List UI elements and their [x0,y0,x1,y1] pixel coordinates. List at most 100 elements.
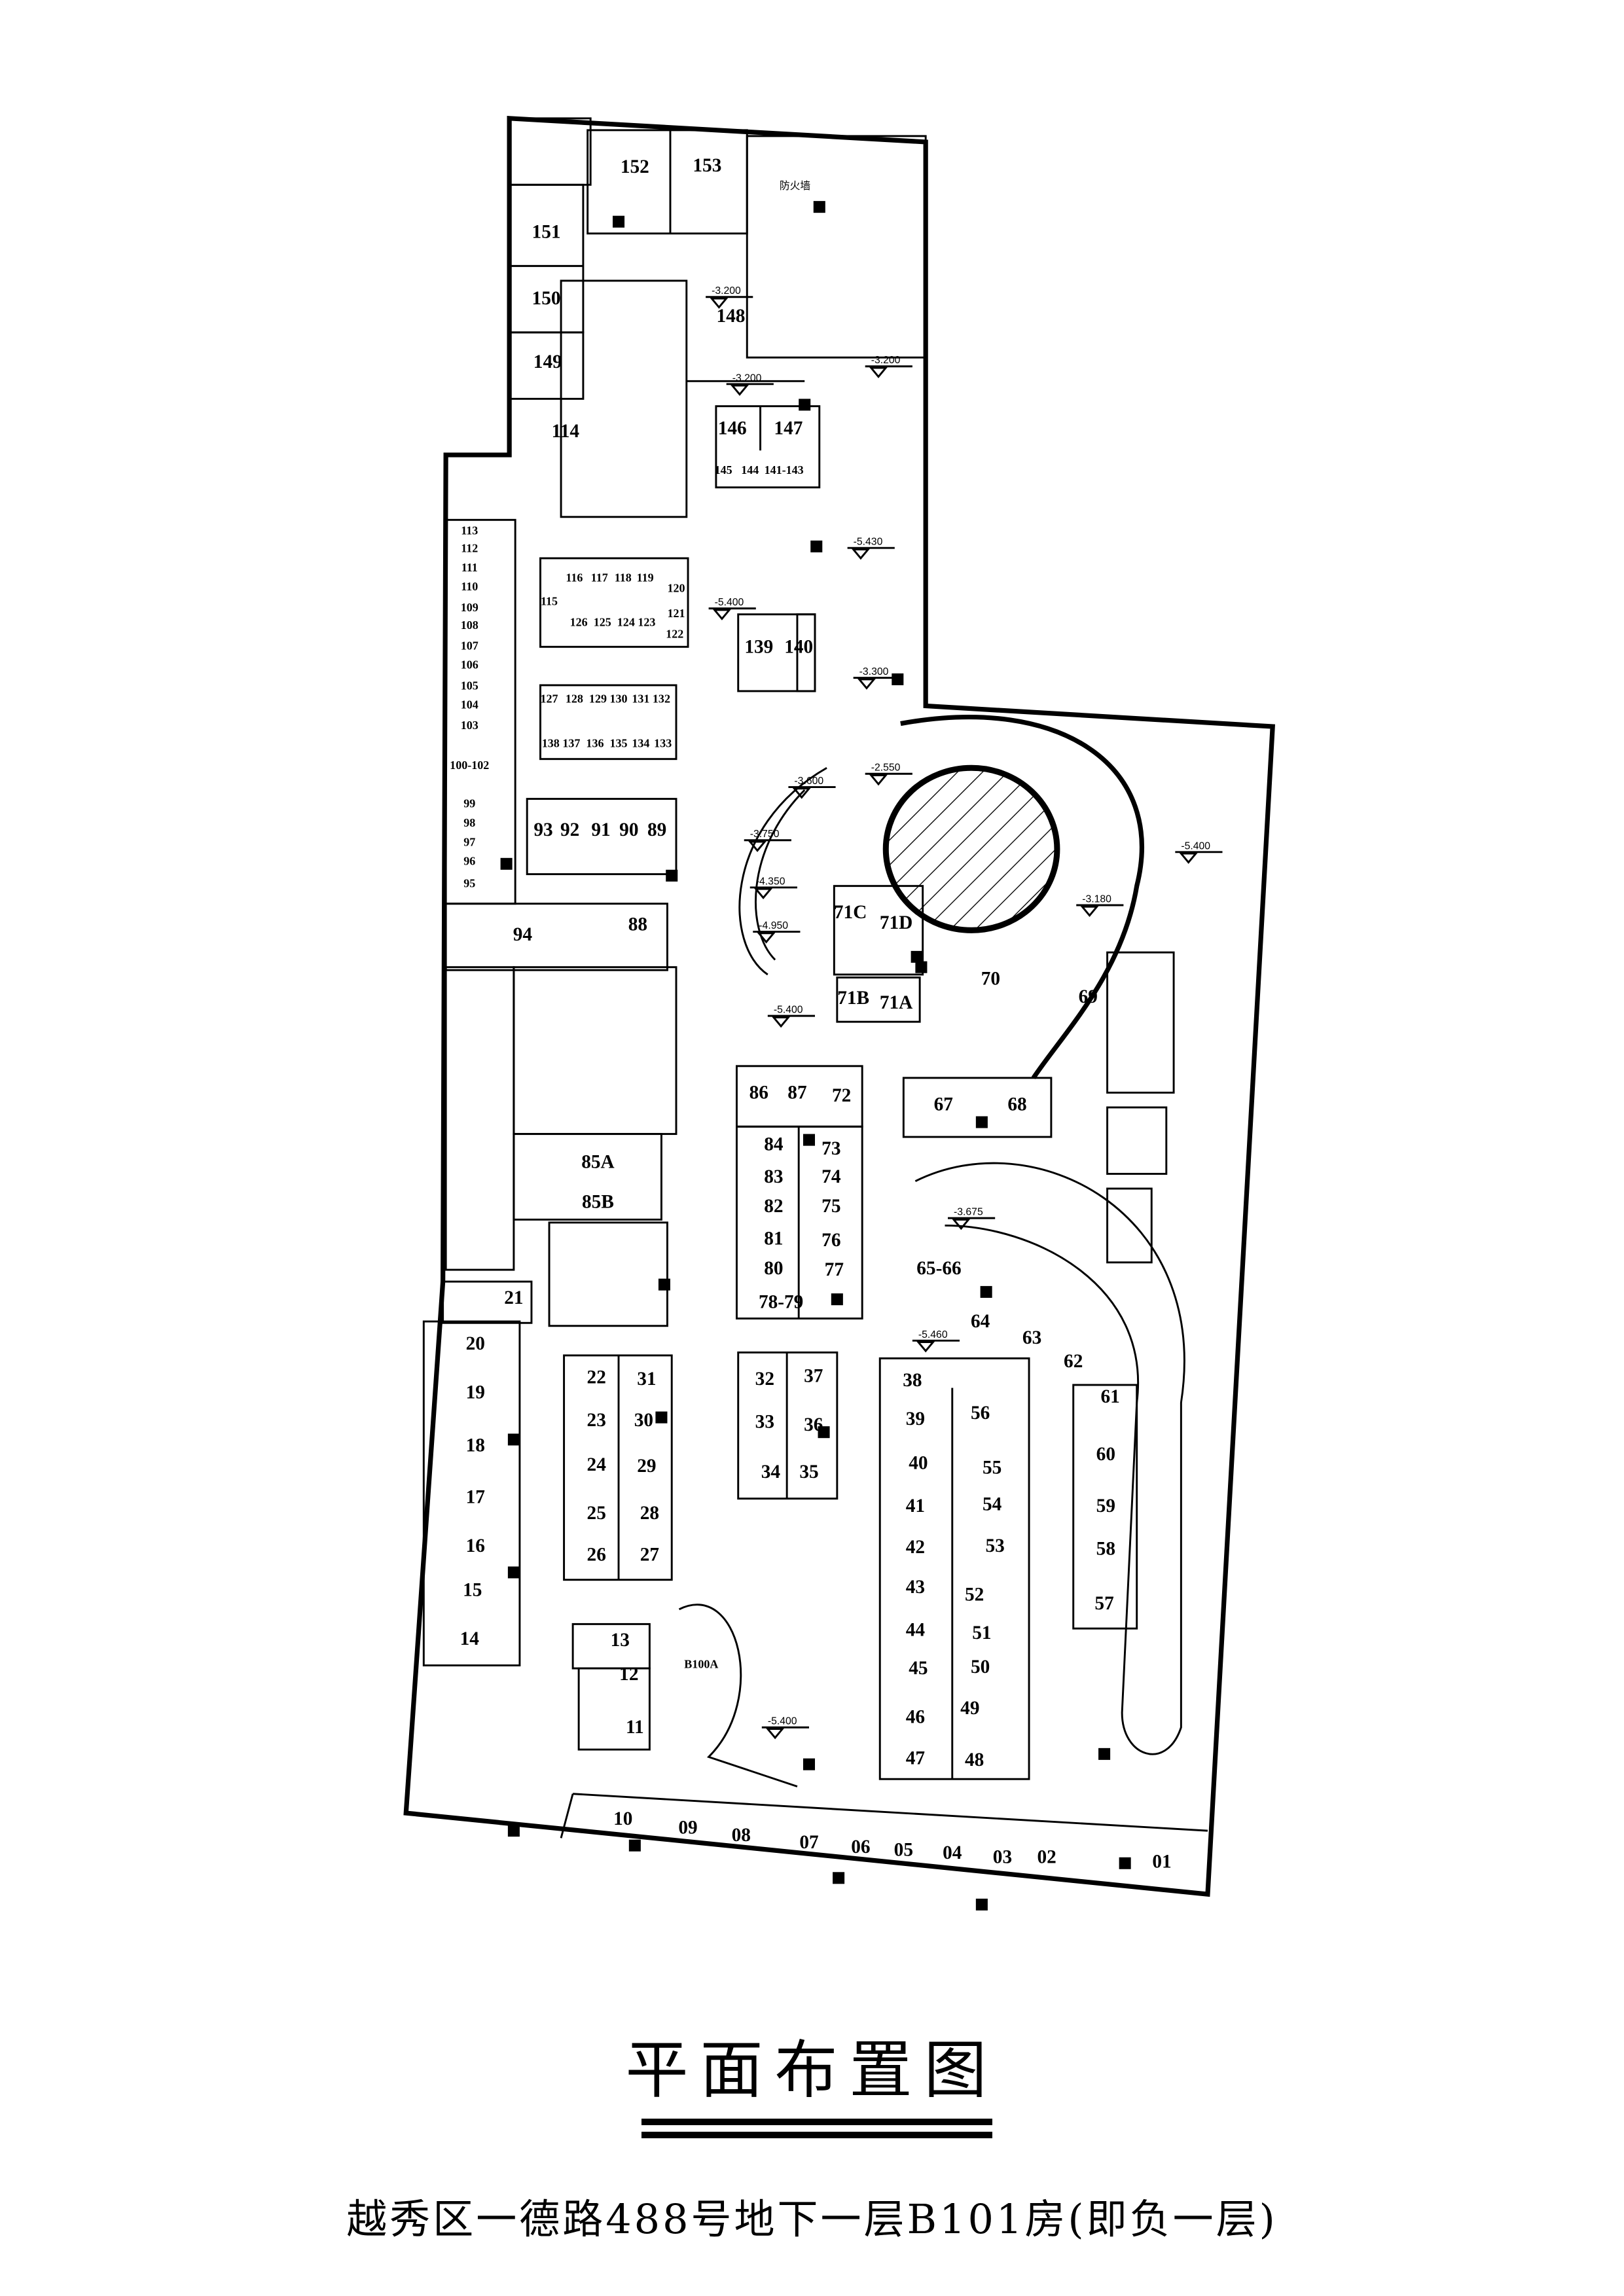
room-label: 87 [787,1082,806,1103]
elevation-symbol [761,1726,809,1740]
room-partitions [422,117,1175,1780]
room-label: 36 [804,1414,823,1435]
room-label: 117 [591,571,608,584]
column [658,1278,670,1291]
partition-wall [539,684,677,761]
room-label: 78-79 [759,1292,803,1313]
partition-wall [577,1667,651,1751]
room-label: 51 [972,1623,991,1643]
room-label: 148 [716,306,745,327]
room-label: 22 [587,1367,606,1388]
partition-wall [513,966,677,1136]
room-label: 19 [466,1382,485,1403]
room-label: 122 [666,627,683,640]
room-label: 30 [634,1410,653,1431]
partition-wall [836,977,921,1023]
room-label: 111 [461,561,478,574]
room-label: 134 [632,736,649,749]
room-label: 41 [906,1496,925,1516]
elevation-mark: -5.400 [715,597,744,608]
room-label: 17 [466,1486,485,1507]
elevation-symbol [753,931,801,944]
room-label: 83 [764,1166,783,1187]
room-label: 53 [986,1535,1005,1556]
partition-wall [833,885,924,976]
room-label: 95 [463,877,475,890]
column [810,540,823,552]
room-label: 103 [461,719,478,732]
page-title: 平面布置图 [625,2034,999,2107]
partition-wall [508,117,592,186]
room-label: 54 [983,1494,1002,1515]
elevation-mark: -3.200 [732,372,762,384]
room-label: 74 [821,1166,841,1187]
elevation-mark: -3.200 [712,285,741,296]
elevation-mark: -3.200 [871,355,901,366]
column [655,1411,668,1424]
room-label: 89 [647,819,666,840]
column [813,201,825,213]
curved-ramp [914,1162,1185,1755]
partition-wall [548,1221,668,1327]
column [803,1758,816,1770]
column [507,1825,520,1837]
room-label: 72 [832,1085,851,1106]
partition-wall [539,557,689,648]
room-label: 73 [821,1138,840,1159]
room-label: 10 [613,1808,632,1829]
elevation-mark: -2.550 [871,762,901,774]
elevation-symbol [788,786,836,799]
room-label: 123 [638,615,655,628]
room-label: 11 [626,1717,644,1738]
room-label: 141-143 [765,463,804,476]
elevation-symbol [865,772,912,786]
room-label: 112 [461,542,478,555]
room-label: 94 [513,924,533,945]
partition-wall [1106,951,1175,1094]
room-label: 113 [461,524,478,537]
room-label: 04 [943,1842,962,1863]
elevation-mark: -3.300 [859,666,889,677]
room-label: 84 [764,1134,784,1155]
column [799,399,811,411]
room-label: 145 [715,463,732,476]
elevation-mark: -3.675 [954,1207,983,1218]
elevation-symbol [853,677,901,690]
room-label: 82 [764,1196,783,1217]
room-label: 15 [463,1579,482,1600]
room-label: 13 [611,1630,630,1651]
room-label: 99 [463,797,475,810]
room-label: 93 [533,819,552,840]
elevation-mark: -5.430 [854,537,883,548]
room-label: 70 [981,969,1000,990]
room-label: 91 [591,819,610,840]
column [975,1898,988,1910]
room-label: 05 [894,1839,913,1860]
title-underline [641,2119,992,2125]
elevation-symbol [865,365,912,378]
room-label: 100-102 [450,759,489,772]
room-label: 90 [619,819,638,840]
room-label: 136 [586,736,604,749]
room-label: 137 [562,736,580,749]
room-label: 34 [761,1462,781,1482]
room-label: 21 [504,1287,523,1308]
room-label: 107 [461,639,478,652]
partition-wall [586,129,748,235]
elevation-symbol [1175,851,1223,864]
column [500,857,513,870]
structural-columns [500,201,1131,1910]
address-subtitle: 越秀区一德路488号地下一层B101房(即负一层) [346,2195,1278,2243]
room-label: 135 [610,736,628,749]
room-label: 46 [906,1706,925,1727]
partition-wall [1106,1187,1153,1264]
column [892,673,904,685]
room-label: 67 [934,1094,953,1115]
room-label: 35 [799,1462,818,1482]
room-label: 48 [965,1749,984,1770]
room-label: 98 [463,816,475,829]
column [628,1839,641,1852]
elevation-mark: -5.400 [1181,840,1210,852]
partition-wall [902,1077,1053,1138]
room-label: 44 [906,1619,926,1640]
